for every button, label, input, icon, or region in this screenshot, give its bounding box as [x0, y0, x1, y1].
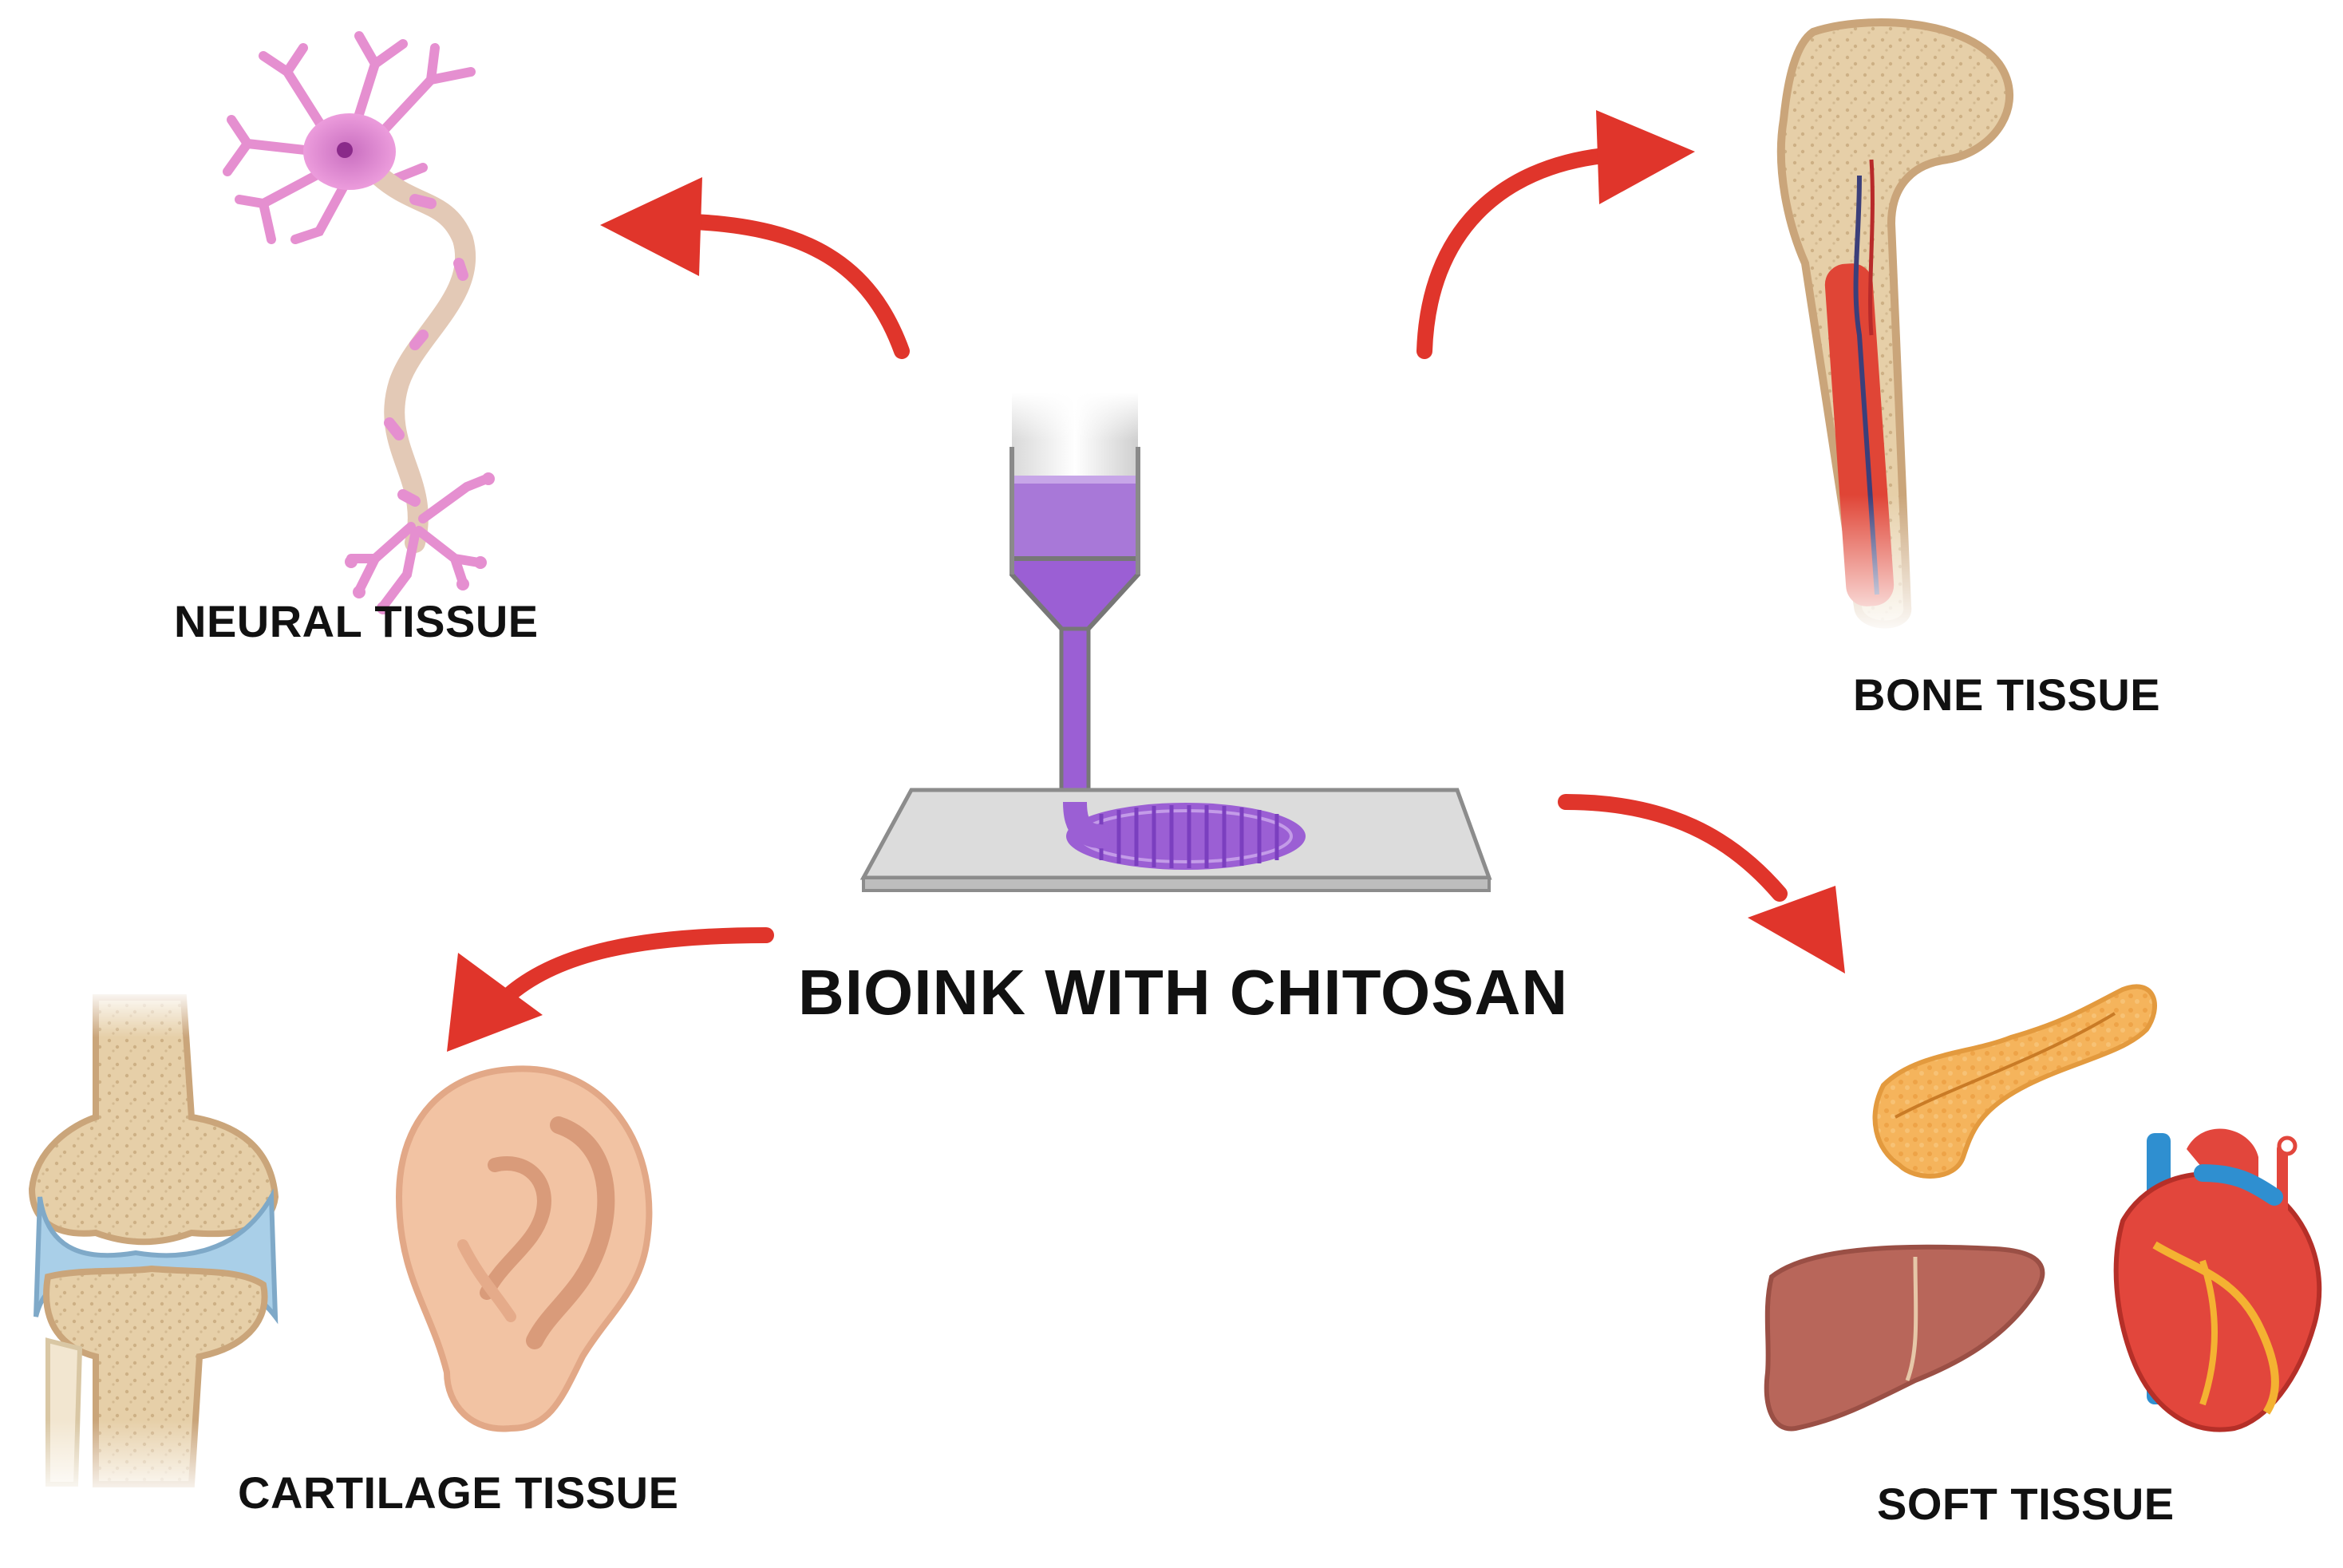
pancreas-icon [1872, 984, 2157, 1179]
bioprinter-syringe-icon [859, 393, 1492, 892]
cartilage-tissue-label: CARTILAGE TISSUE [238, 1467, 679, 1518]
ear-icon [395, 1065, 653, 1432]
bioink-title: BIOINK WITH CHITOSAN [798, 957, 1569, 1028]
bone-tissue-label: BONE TISSUE [1853, 669, 2161, 720]
knee-joint-icon [16, 989, 303, 1500]
arrow-to-bone [1416, 110, 1695, 359]
femur-bone-icon [1776, 18, 2013, 638]
arrow-to-neural [600, 177, 910, 359]
neuron-cell-body [303, 113, 495, 614]
neural-tissue-label: NEURAL TISSUE [174, 596, 539, 646]
neuron-icon [223, 31, 492, 611]
arrow-to-cartilage [447, 927, 774, 1052]
heart-icon [2113, 1128, 2322, 1432]
arrow-to-soft [1558, 794, 1845, 974]
soft-tissue-label: SOFT TISSUE [1877, 1479, 2175, 1529]
liver-icon [1764, 1244, 2045, 1432]
